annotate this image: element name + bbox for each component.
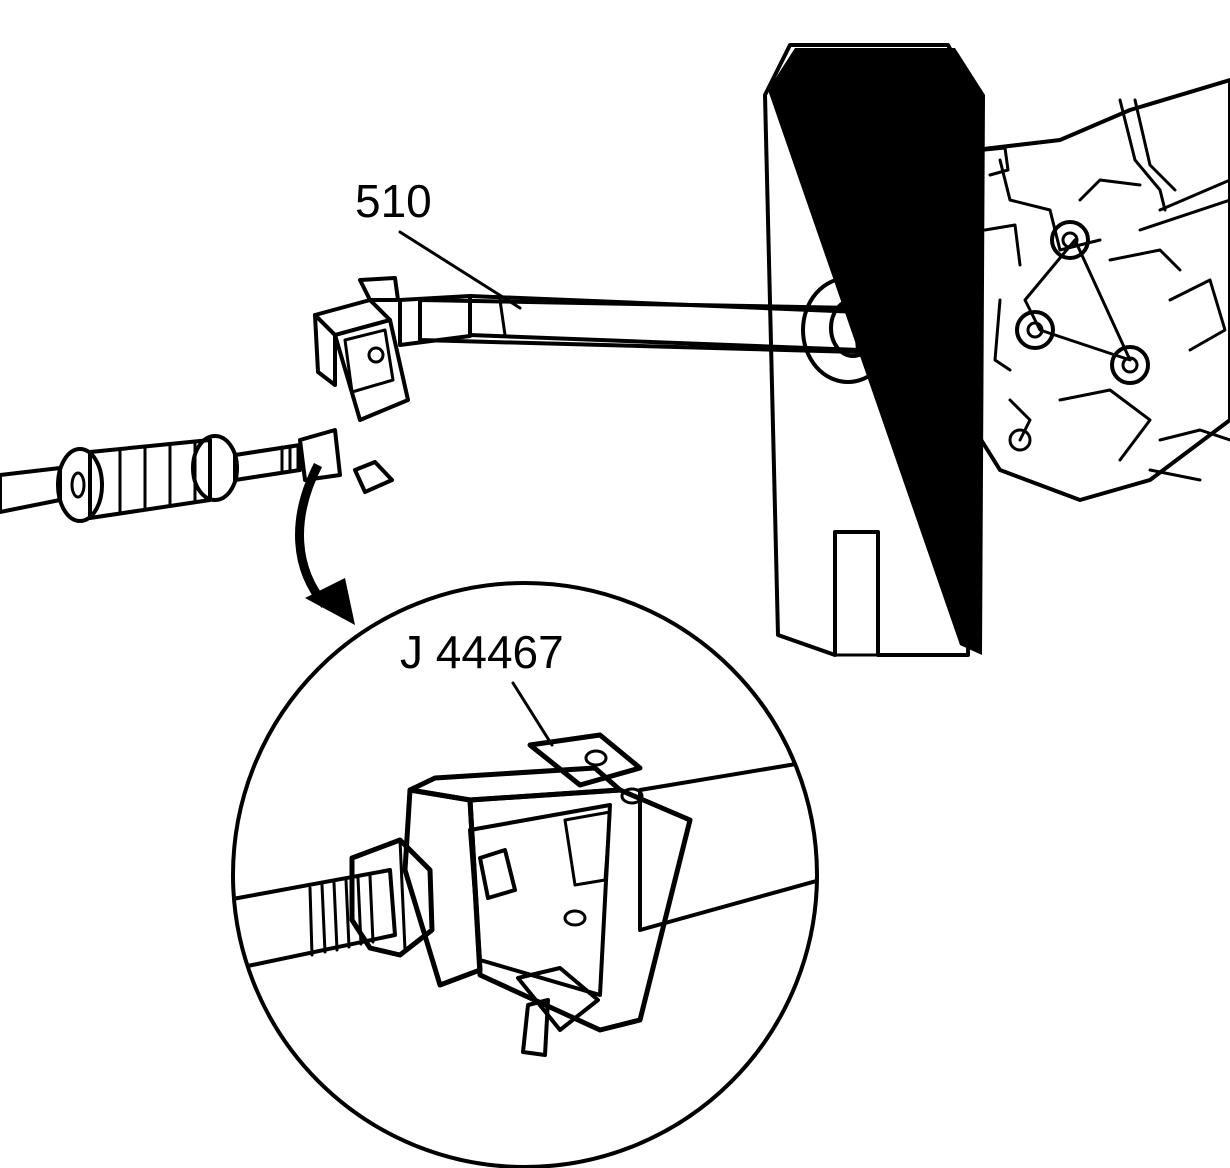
tool-callout-label: J 44467 bbox=[400, 626, 564, 678]
fixture-plate bbox=[763, 43, 985, 657]
tool-leader-line bbox=[511, 681, 554, 747]
cable-assembly bbox=[0, 434, 302, 523]
zoom-arrow bbox=[295, 462, 355, 625]
detail-view bbox=[231, 581, 819, 1168]
clamp-tool-small bbox=[298, 276, 410, 494]
shaft-callout-label: 510 bbox=[355, 175, 432, 227]
shaft-leader-line bbox=[398, 230, 522, 310]
shaft bbox=[398, 294, 862, 354]
engine-block bbox=[973, 78, 1230, 502]
